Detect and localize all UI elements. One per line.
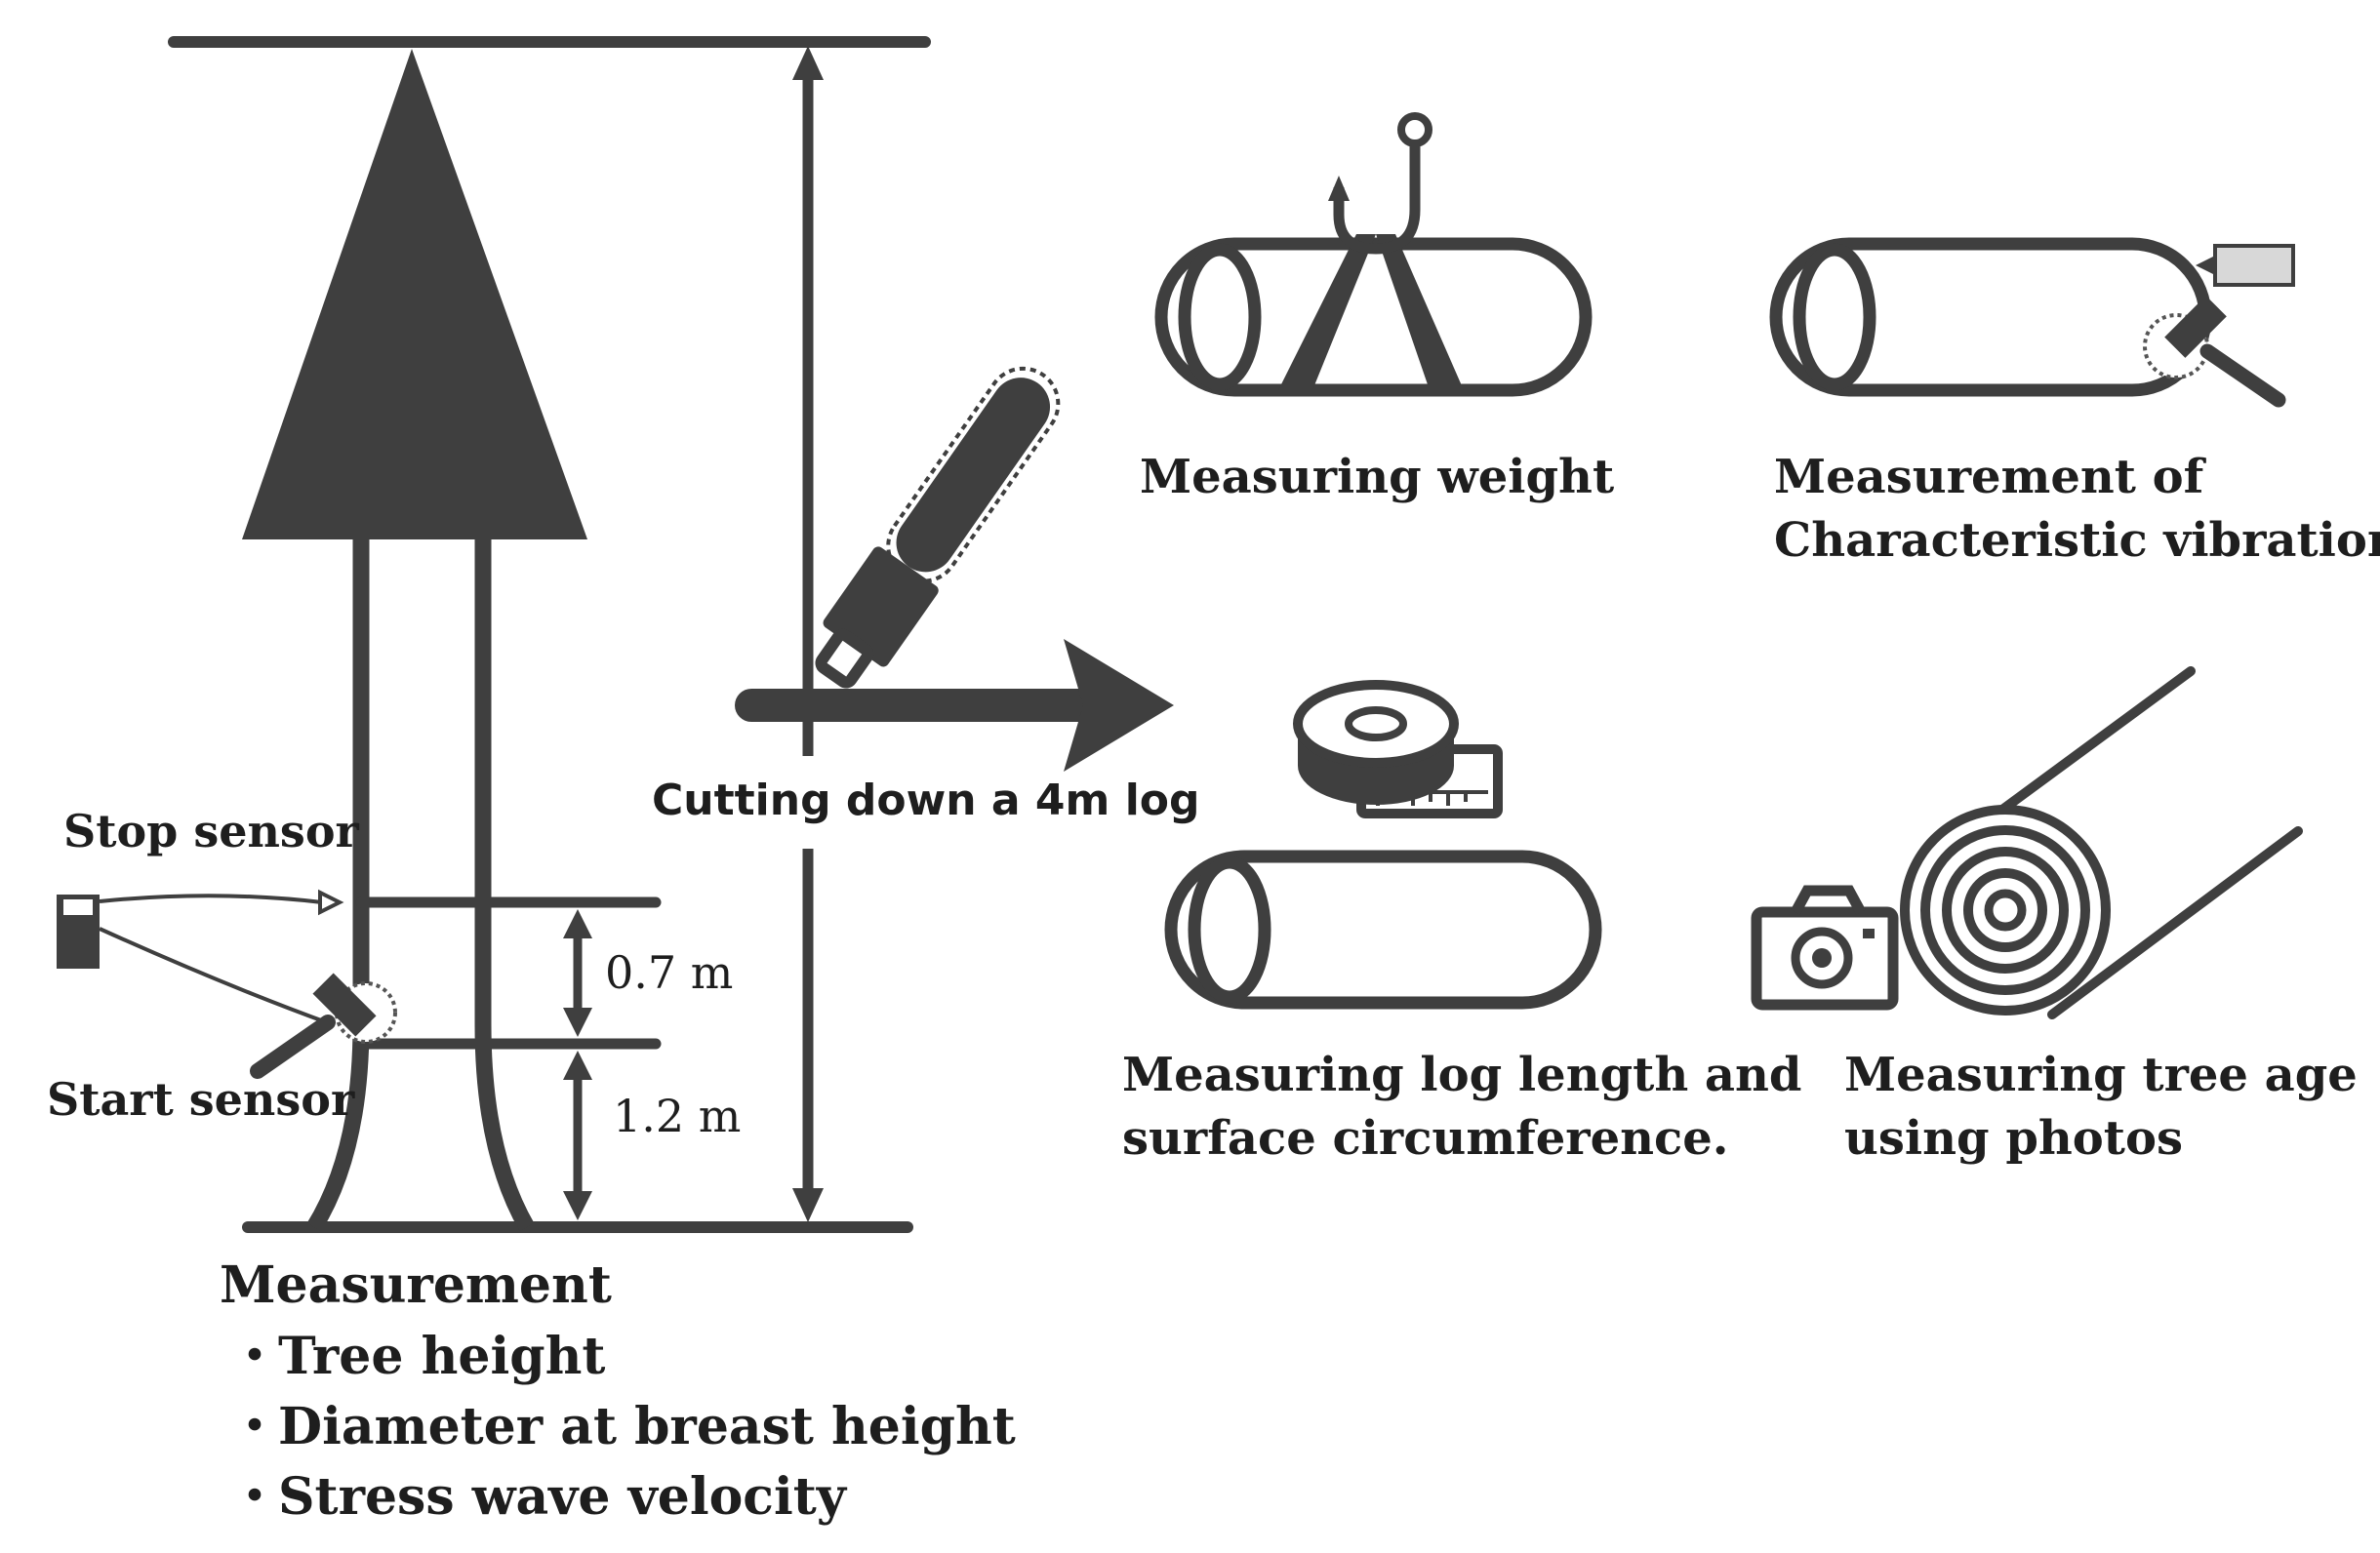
start-sensor-label: Start sensor [47, 1073, 355, 1126]
bullet-2: ・ [229, 1397, 280, 1456]
length-label-line2: surface circumference. [1122, 1111, 1729, 1166]
vibration-label-line1: Measurement of [1774, 450, 2207, 504]
cutting-arrow [735, 639, 1174, 772]
vibration-sensor-icon [2196, 244, 2295, 287]
stop-sensor-wire [99, 894, 323, 904]
tape-measure-icon [1293, 680, 1503, 818]
weight-log-icon [1154, 234, 1593, 397]
bullet-3: ・ [229, 1467, 280, 1527]
measurement-list: Measurement ・ Tree height ・ Diameter at … [220, 1255, 1016, 1527]
start-sensor-wire [99, 927, 333, 1026]
lower-interval-arrow [563, 1051, 592, 1220]
camera-icon [1751, 885, 1899, 1011]
stop-sensor-arrowhead [318, 889, 344, 916]
start-sensor-hammer-icon [250, 973, 397, 1079]
vibration-hammer-icon [2143, 296, 2286, 408]
hook-icon [1328, 112, 1432, 255]
age-label-line1: Measuring tree age [1844, 1048, 2358, 1102]
tree-crown [242, 49, 587, 539]
lower-interval-label: 1.2 m [613, 1090, 741, 1142]
length-label-line1: Measuring log length and [1122, 1048, 1802, 1102]
stop-sensor-label: Stop sensor [63, 805, 360, 857]
measurement-item-tree-height: Tree height [278, 1327, 605, 1386]
trunk-right-edge [474, 539, 535, 1232]
measurement-title: Measurement [220, 1255, 612, 1315]
vibration-log-icon [1769, 237, 2212, 397]
tree-height-arrow [786, 46, 830, 1222]
age-label-line2: using photos [1844, 1111, 2183, 1166]
weight-label: Measuring weight [1140, 450, 1614, 504]
cutting-label: Cutting down a 4m log [652, 776, 1200, 825]
chainsaw-icon [815, 366, 1061, 689]
sensor-device [57, 895, 100, 969]
upper-interval-label: 0.7 m [605, 946, 733, 999]
upper-interval-arrow [563, 909, 592, 1037]
measurement-item-dbh: Diameter at breast height [278, 1397, 1016, 1456]
measurement-item-stress-wave: Stress wave velocity [278, 1467, 848, 1527]
vibration-label-line2: Characteristic vibrations [1774, 513, 2380, 568]
bullet-1: ・ [229, 1327, 280, 1386]
tree-rings-log-icon [1900, 666, 2303, 1019]
length-log-icon [1164, 850, 1602, 1010]
